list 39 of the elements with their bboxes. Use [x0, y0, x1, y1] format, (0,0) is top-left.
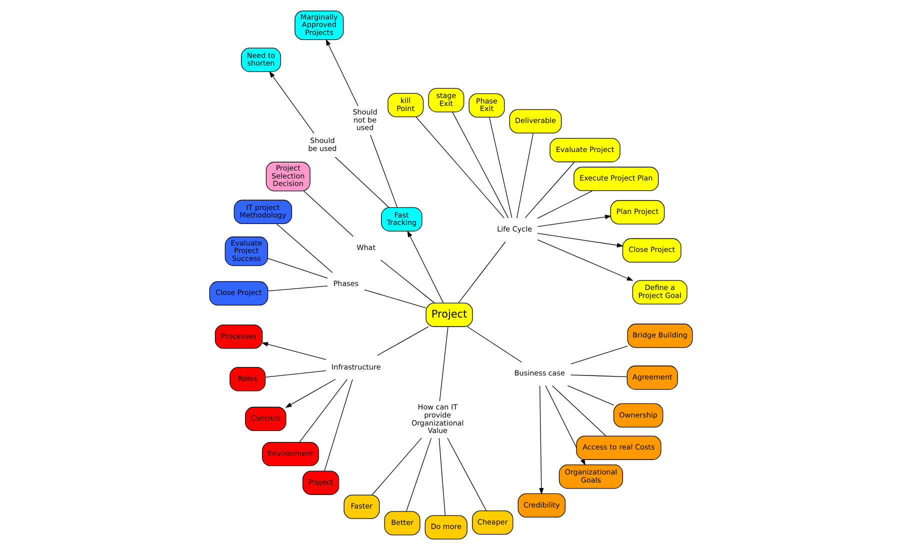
- connector: [416, 116, 504, 218]
- arrow: [269, 71, 314, 134]
- connector: [299, 379, 348, 442]
- connector: [364, 290, 426, 308]
- arrow: [537, 239, 634, 281]
- connector: [406, 438, 432, 512]
- connector: [380, 260, 435, 304]
- connector: [438, 438, 446, 516]
- connector: [567, 385, 614, 406]
- connector: [570, 374, 628, 378]
- connector: [268, 286, 328, 292]
- connector: [334, 156, 390, 208]
- connector: [370, 134, 398, 208]
- connector: [276, 223, 333, 273]
- connector: [458, 242, 506, 304]
- connector: [376, 326, 429, 356]
- arrow: [285, 378, 336, 408]
- connector: [524, 162, 575, 218]
- connector: [372, 438, 422, 496]
- connector: [570, 346, 628, 364]
- arrow: [537, 233, 624, 248]
- connector: [304, 190, 354, 237]
- arrow: [326, 38, 358, 106]
- connector: [447, 438, 487, 512]
- connector: [537, 190, 593, 219]
- connector: [267, 258, 328, 279]
- connector: [552, 385, 606, 436]
- connector: [467, 326, 522, 362]
- connector: [489, 117, 512, 218]
- arrow: [537, 214, 612, 227]
- connector: [324, 379, 353, 472]
- arrow: [539, 385, 544, 495]
- node-box: Project: [426, 302, 473, 327]
- connector: [265, 370, 326, 378]
- connector: [439, 326, 448, 402]
- connector: [452, 112, 509, 218]
- arrow: [261, 342, 326, 360]
- connector: [516, 132, 534, 218]
- arrow: [407, 230, 444, 304]
